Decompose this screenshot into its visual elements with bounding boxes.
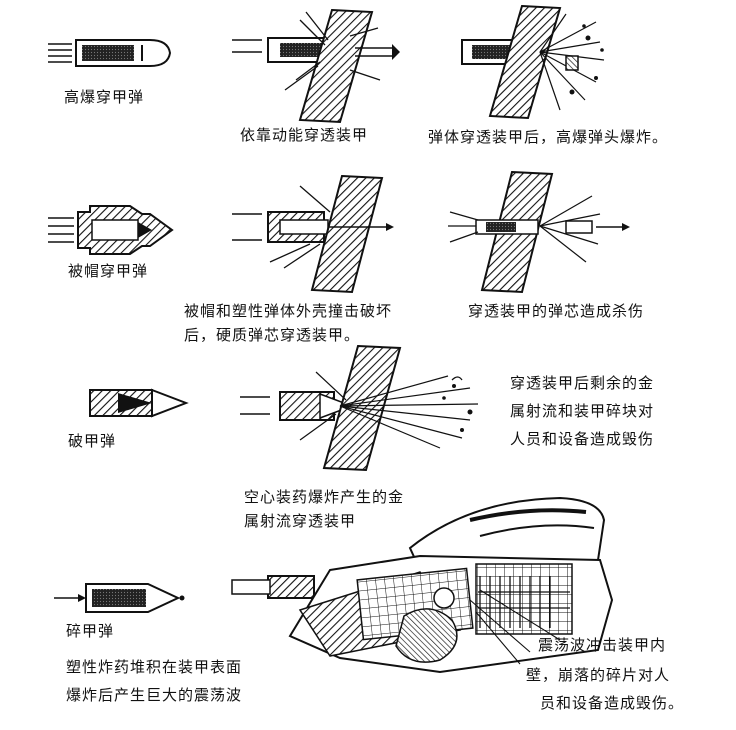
row2-stage2-core-exit <box>448 170 630 294</box>
row3-projectile-icon <box>89 388 189 418</box>
row1-stage1-caption: 依靠动能穿透装甲 <box>240 126 369 144</box>
row2-projectile-name: 被帽穿甲弹 <box>68 262 149 280</box>
row2-stage1-caption-line2: 后，硬质弹芯穿透装甲。 <box>184 326 361 344</box>
row4-stage2-caption-line3: 员和设备造成毁伤。 <box>540 694 685 712</box>
row3-stage2-caption-line2: 属射流和装甲碎块对 <box>510 402 655 420</box>
row1-projectile-icon <box>48 39 172 67</box>
row1-projectile-name: 高爆穿甲弹 <box>64 88 145 106</box>
row3-stage2-caption-line3: 人员和设备造成毁伤 <box>510 430 655 448</box>
row4-projectile-icon <box>54 583 185 613</box>
row3-stage1-shaped-charge <box>240 344 479 472</box>
row4-stage1-caption-line2: 爆炸后产生巨大的震荡波 <box>66 686 243 704</box>
row4-projectile-name: 碎甲弹 <box>66 622 115 640</box>
row2-stage2-caption: 穿透装甲的弹芯造成杀伤 <box>468 302 645 320</box>
row1-stage2-explosion <box>461 4 605 120</box>
row1-stage1-penetration <box>232 8 400 124</box>
row4-stage2-caption-line1: 震荡波冲击装甲内 <box>538 636 667 654</box>
row2-stage1-penetration <box>232 174 394 294</box>
row4-stage2-caption-line2: 壁，崩落的碎片对人 <box>526 666 671 684</box>
row3-stage1-caption-line1: 空心装药爆炸产生的金 <box>244 488 405 506</box>
row4-stage1-caption-line1: 塑性炸药堆积在装甲表面 <box>66 658 243 676</box>
row1-stage2-caption: 弹体穿透装甲后，高爆弹头爆炸。 <box>428 128 669 146</box>
row3-stage1-caption-line2: 属射流穿透装甲 <box>244 512 357 530</box>
row2-projectile-icon <box>48 205 174 255</box>
row3-stage2-caption-line1: 穿透装甲后剩余的金 <box>510 374 655 392</box>
row3-projectile-name: 破甲弹 <box>68 432 117 450</box>
row4-tank-scene <box>231 496 614 674</box>
row2-stage1-caption-line1: 被帽和塑性弹体外壳撞击破坏 <box>184 302 393 320</box>
